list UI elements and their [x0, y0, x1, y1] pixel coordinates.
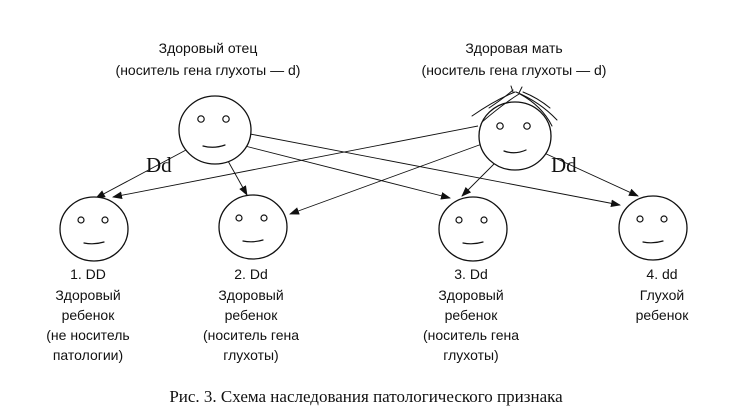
child-label-1: 1. DD Здоровый ребенок (не носитель пато… [46, 266, 129, 363]
child-face-3 [438, 196, 508, 262]
child-description-line: Здоровый [438, 287, 503, 303]
child-description-line: Здоровый [55, 287, 120, 303]
child-description-line: (не носитель [46, 327, 129, 343]
mother-arrows [112, 125, 639, 215]
child-description-line: (носитель гена [423, 327, 519, 343]
arrow-mother-child-3 [461, 159, 499, 197]
arrow-mother-child-4 [541, 151, 639, 197]
child-description-line: глухоты) [223, 347, 278, 363]
mother-face [471, 85, 558, 171]
mother-hair [471, 85, 558, 127]
mother-label: Здоровая мать (носитель гена глухоты — d… [422, 40, 607, 78]
child-description-line: (носитель гена [203, 327, 299, 343]
child-description-line: ребенок [445, 307, 499, 323]
child-genotype: 1. DD [70, 266, 106, 282]
child-label-3: 3. Dd Здоровый ребенок (носитель гена гл… [423, 266, 519, 363]
child-label-2: 2. Dd Здоровый ребенок (носитель гена гл… [203, 266, 299, 363]
father-label: Здоровый отец (носитель гена глухоты — d… [116, 40, 301, 78]
child-face-4 [618, 195, 688, 261]
arrow-father-child-4 [249, 133, 621, 208]
child-description-line: ребенок [636, 307, 690, 323]
arrow-mother-child-2 [289, 143, 483, 215]
child-description-line: глухоты) [443, 347, 498, 363]
child-description-line: Глухой [640, 287, 684, 303]
child-genotype: 4. dd [646, 266, 677, 282]
child-genotype: 2. Dd [234, 266, 267, 282]
arrow-mother-child-1 [112, 125, 479, 200]
father-face [178, 95, 252, 165]
child-description-line: патологии) [53, 347, 123, 363]
arrow-father-child-2 [227, 160, 248, 196]
child-description-line: Здоровый [218, 287, 283, 303]
figure-caption: Рис. 3. Схема наследования патологическо… [169, 387, 563, 406]
mother-title: Здоровая мать [465, 40, 562, 56]
arrow-father-child-3 [244, 145, 451, 200]
child-description-line: ребенок [62, 307, 116, 323]
father-genotype: Dd [146, 153, 172, 177]
mother-genotype: Dd [551, 153, 577, 177]
father-arrows [95, 133, 621, 208]
child-face-2 [218, 194, 288, 260]
father-title: Здоровый отец [159, 40, 258, 56]
child-genotype: 3. Dd [454, 266, 487, 282]
arrow-father-child-1 [95, 149, 187, 199]
child-face-1 [59, 196, 129, 262]
child-description-line: ребенок [225, 307, 279, 323]
mother-subtitle: (носитель гена глухоты — d) [422, 62, 607, 78]
father-subtitle: (носитель гена глухоты — d) [116, 62, 301, 78]
child-label-4: 4. dd Глухой ребенок [636, 266, 690, 323]
